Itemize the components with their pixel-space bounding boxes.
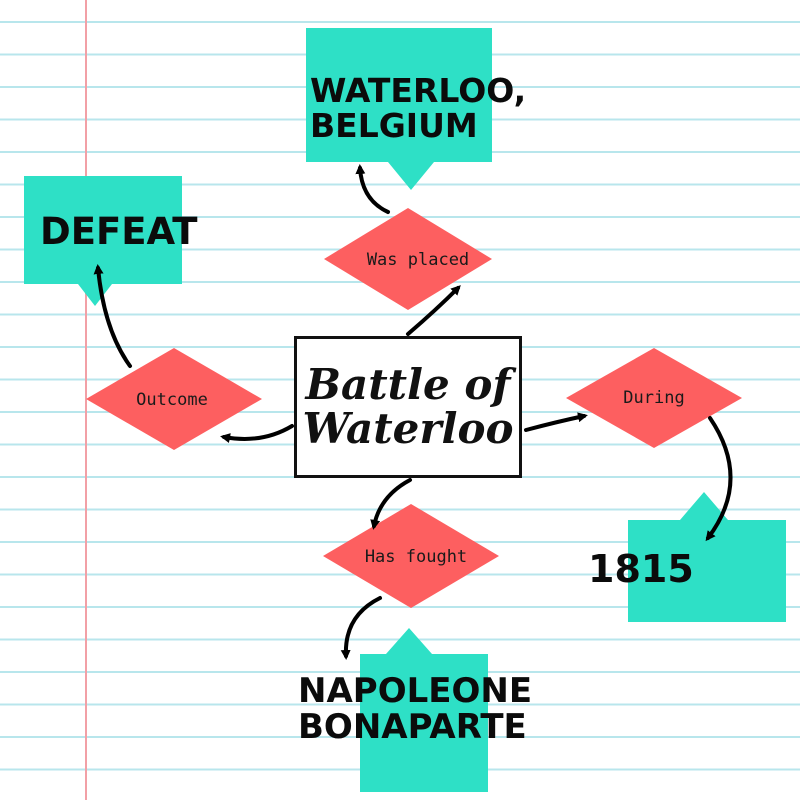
outcome-answer-text: DEFEAT xyxy=(40,210,198,253)
during-diamond xyxy=(566,348,742,448)
place-answer-text: WATERLOO, BELGIUM xyxy=(310,71,527,145)
fighter-answer-line1: NAPOLEONE xyxy=(298,671,533,711)
year-answer-text: 1815 xyxy=(588,547,694,591)
during-label: During xyxy=(623,388,685,408)
central-topic-line1: Battle of xyxy=(305,359,511,409)
has-fought-label: Has fought xyxy=(364,547,468,567)
fighter-answer-text: NAPOLEONE BONAPARTE xyxy=(298,671,533,747)
central-topic-box: Battle of Waterloo xyxy=(294,336,522,478)
outcome-label: Outcome xyxy=(136,390,208,410)
arrow-center-to-was-placed xyxy=(406,285,461,336)
arrow-was-placed-to-place xyxy=(355,164,390,214)
outcome-answer-box xyxy=(24,176,182,306)
was-placed-label: Was placed xyxy=(366,250,470,270)
arrow-has-fought-to-fighter xyxy=(340,596,382,660)
fighter-answer-box xyxy=(360,628,488,792)
was-placed-diamond xyxy=(324,208,492,310)
arrow-center-to-outcome xyxy=(220,424,294,444)
place-answer-line1: WATERLOO, xyxy=(310,71,527,110)
place-answer-line2: BELGIUM xyxy=(310,105,478,145)
outcome-diamond xyxy=(86,348,262,450)
place-answer-box xyxy=(306,28,492,190)
has-fought-diamond xyxy=(323,504,499,608)
fighter-answer-line2: BONAPARTE xyxy=(298,706,527,747)
central-topic-line2: Waterloo xyxy=(302,404,514,453)
year-answer-box xyxy=(628,492,786,622)
arrow-center-to-during xyxy=(524,412,588,432)
arrow-center-to-has-fought xyxy=(370,478,412,530)
arrow-during-to-year xyxy=(705,416,733,542)
arrow-outcome-to-defeat xyxy=(93,264,132,368)
